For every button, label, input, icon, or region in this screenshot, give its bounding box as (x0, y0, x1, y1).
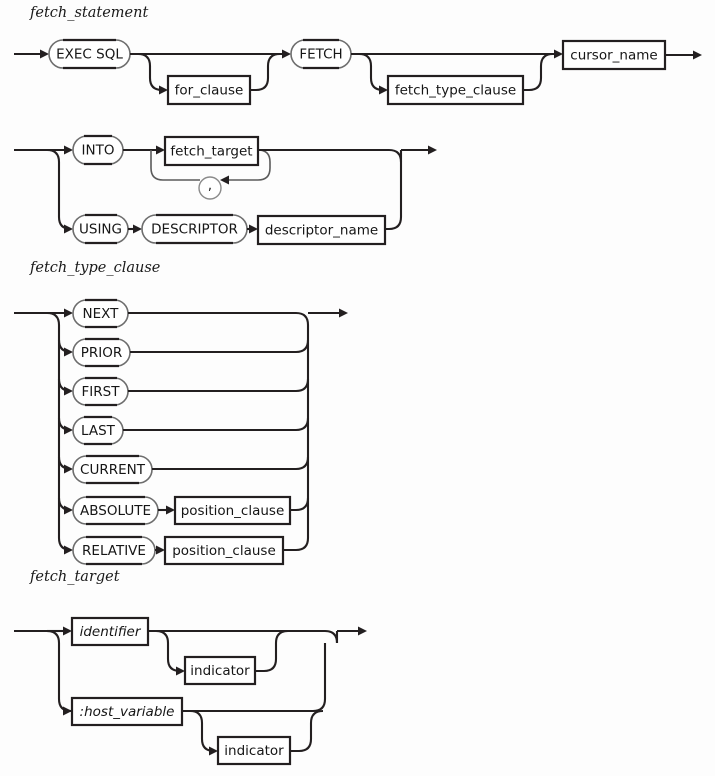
arrow-into-for-clause (159, 85, 168, 95)
last-label: LAST (81, 423, 116, 439)
arrow-into-fetch-target (156, 145, 165, 155)
arrow-into-relative (64, 545, 73, 555)
arrow-into-first (64, 386, 73, 396)
branch-up-indicator-1 (255, 629, 289, 673)
arrow-into-indicator-2 (209, 746, 218, 756)
nonterminal-for-clause-box (166, 74, 252, 106)
arrow-into-cursor-name (554, 49, 563, 59)
terminal-prior: PRIOR (72, 337, 131, 368)
line-identifier-to-outer-merge (148, 629, 339, 644)
indicator-1-label: indicator (190, 663, 250, 679)
terminal-fetch: FETCH (290, 38, 352, 70)
section-label-fetch-target: fetch_target (29, 569, 120, 585)
next-label: NEXT (83, 306, 120, 322)
line-position-clause-2-to-merge (283, 537, 310, 552)
descriptor-label: DESCRIPTOR (151, 222, 238, 238)
arrow-into-host-variable (63, 706, 72, 716)
arrow-row2-exit (428, 145, 437, 155)
for-clause-label: for_clause (175, 83, 244, 99)
exec-sql-label: EXEC SQL (56, 47, 123, 63)
terminal-current: CURRENT (72, 454, 153, 485)
branch-down-using (46, 148, 72, 231)
using-label: USING (79, 222, 122, 238)
separator-comma-circle (198, 176, 222, 200)
cursor-name-label: cursor_name (570, 48, 657, 64)
terminal-relative: RELATIVE (72, 535, 156, 566)
line-next-to-merge (128, 311, 310, 326)
terminal-exec-sql: EXEC SQL (48, 38, 131, 70)
section-label-fetch-type-clause: fetch_type_clause (29, 260, 160, 276)
arrow-into-absolute (64, 505, 73, 515)
arrow-into-exec-sql (40, 49, 49, 59)
arrow-fetch-target-exit (358, 626, 367, 636)
current-label: CURRENT (80, 462, 146, 478)
branch-up-for-clause (250, 52, 281, 92)
nonterminal-fetch-type-clause-box (386, 74, 525, 106)
terminal-first: FIRST (72, 376, 129, 407)
loop-right-comma (222, 149, 271, 181)
prior-label: PRIOR (81, 345, 123, 361)
arrow-into-fetch-type-clause (379, 85, 388, 95)
branch-up-indicator-2 (290, 709, 324, 753)
comma-label: , (208, 179, 212, 194)
nonterminal-descriptor-name-box (256, 214, 387, 246)
arrow-into-position-clause-1 (166, 505, 175, 515)
line-current-to-merge (152, 456, 310, 471)
arrow-into-descriptor-name (249, 224, 258, 234)
relative-label: RELATIVE (82, 543, 146, 559)
arrow-comma-loop (220, 175, 229, 185)
nonterminal-position-clause-2-box (163, 535, 285, 566)
terminal-into: INTO (72, 134, 124, 166)
arrow-into-last (64, 425, 73, 435)
line-fetch-target-to-merge (258, 148, 403, 163)
section-label-fetch-statement: fetch_statement (29, 5, 148, 21)
absolute-label: ABSOLUTE (80, 503, 151, 519)
branch-down-indicator-2 (189, 709, 216, 753)
into-label: INTO (82, 143, 115, 159)
nonterminal-fetch-target-box (163, 135, 260, 167)
nonterminal-position-clause-1-box (173, 495, 292, 526)
arrow-into-indicator-1 (176, 666, 185, 676)
fetch-label: FETCH (299, 47, 342, 63)
indicator-2-label: indicator (224, 743, 284, 759)
terminal-descriptor: DESCRIPTOR (141, 213, 248, 245)
arrow-into-prior (64, 347, 73, 357)
host-variable-label: :host_variable (80, 704, 175, 720)
line-prior-to-merge (130, 339, 310, 354)
arrow-fetch-type-clause-exit (339, 308, 348, 318)
terminal-next: NEXT (72, 298, 129, 329)
arrow-into-position-clause-2 (156, 545, 165, 555)
terminal-using: USING (72, 213, 129, 245)
identifier-label: identifier (80, 624, 142, 640)
arrow-into-next (64, 308, 73, 318)
left-rail-fetch-target (46, 629, 72, 713)
first-label: FIRST (82, 384, 121, 400)
nonterminal-identifier-box (70, 616, 150, 647)
position-clause-1-label: position_clause (181, 503, 285, 519)
branch-down-fetch-type-clause (358, 52, 386, 92)
branch-down-for-clause (137, 52, 166, 92)
position-clause-2-label: position_clause (172, 543, 276, 559)
arrow-into-current (64, 464, 73, 474)
arrow-into-using (64, 224, 73, 234)
arrow-into-descriptor (133, 224, 142, 234)
arrow-into-fetch (282, 49, 291, 59)
fetch-target-label: fetch_target (170, 144, 252, 160)
descriptor-name-label: descriptor_name (265, 223, 378, 239)
arrow-row1-exit (693, 50, 702, 60)
line-last-to-merge (123, 417, 310, 432)
line-host-variable-to-outer-merge (182, 698, 327, 713)
branch-down-indicator-1 (155, 629, 183, 673)
arrow-into-identifier (63, 626, 72, 636)
terminal-absolute: ABSOLUTE (72, 495, 159, 526)
line-position-clause-1-to-merge (290, 497, 310, 512)
branch-up-fetch-type-clause (523, 52, 554, 92)
arrow-into-into (64, 145, 73, 155)
terminal-last: LAST (72, 415, 124, 446)
fetch-type-clause-label: fetch_type_clause (395, 83, 516, 99)
loop-left-comma (150, 150, 200, 181)
line-first-to-merge (128, 378, 310, 393)
merge-using-branch (385, 216, 403, 231)
